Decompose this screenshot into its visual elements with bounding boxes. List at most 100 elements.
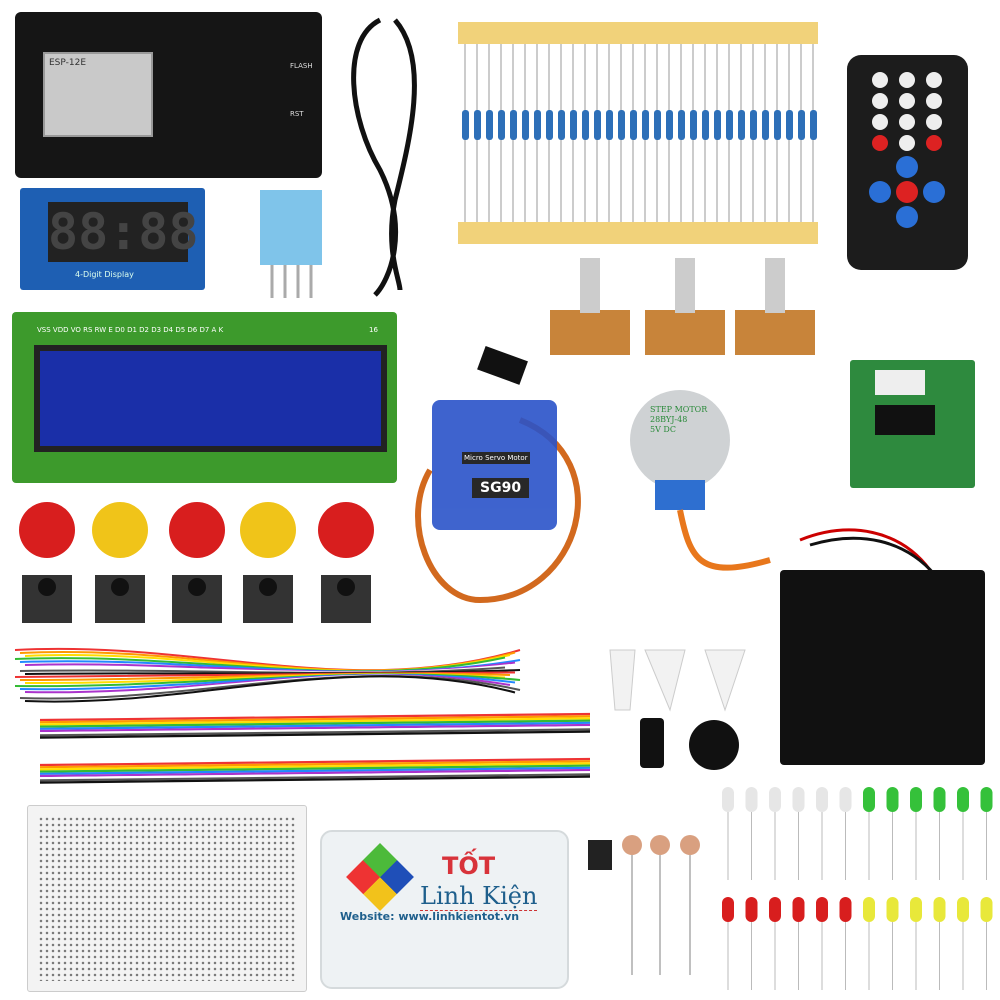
potentiometer-shaft <box>765 258 785 313</box>
resistor <box>474 110 481 140</box>
remote-button <box>899 93 915 109</box>
resistor <box>618 110 625 140</box>
brand-name: Linh Kiện <box>420 882 538 911</box>
led <box>722 787 734 812</box>
dht11-sensor <box>260 190 322 265</box>
remote-buttons <box>869 72 945 228</box>
button-cap <box>169 502 225 558</box>
jumper-wire <box>19 675 521 700</box>
ribbon-wire <box>39 773 591 782</box>
resistor <box>534 110 541 140</box>
remote-button <box>899 114 915 130</box>
led <box>816 787 828 812</box>
resistor <box>582 110 589 140</box>
ribbon-wire <box>39 757 591 767</box>
led <box>957 787 969 812</box>
led <box>910 787 922 812</box>
led <box>863 897 875 922</box>
leds <box>722 787 993 990</box>
remote-button <box>872 135 888 151</box>
esp-module: ESP-12E <box>43 52 153 137</box>
remote-button <box>926 114 942 130</box>
resistor <box>810 110 817 140</box>
sg90-servo: Micro Servo Motor SG90 <box>432 400 557 530</box>
led <box>980 787 993 812</box>
module-label: ESP-12E <box>49 58 87 68</box>
photoresistor <box>680 835 700 855</box>
ribbon-wire <box>39 766 591 775</box>
stepper-line3: 5V DC <box>650 425 676 434</box>
button-caps <box>19 502 374 558</box>
resistor-tape-top <box>458 22 818 44</box>
esp8266-nodemcu-board: ESP-12E FLASH RST <box>15 12 322 178</box>
switch-knob <box>38 578 56 596</box>
ribbon-wire <box>39 771 591 780</box>
servo-wire <box>415 417 581 604</box>
ribbon-wire <box>39 762 591 771</box>
remote-dpad-button <box>923 181 945 203</box>
resistor <box>774 110 781 140</box>
resistor <box>522 110 529 140</box>
resistor <box>786 110 793 140</box>
photoresistor <box>650 835 670 855</box>
led <box>863 787 875 812</box>
ribbon-wire <box>39 719 591 728</box>
led <box>910 897 922 922</box>
resistor <box>666 110 673 140</box>
potentiometer-body <box>550 310 630 355</box>
rst-label: RST <box>290 110 304 118</box>
resistor <box>510 110 517 140</box>
ribbon-wire <box>39 712 591 722</box>
potentiometer-body <box>735 310 815 355</box>
jumper-wire <box>24 674 511 694</box>
led <box>792 897 805 922</box>
resistor <box>702 110 709 140</box>
led <box>722 897 734 922</box>
led <box>886 787 899 812</box>
potentiometer-shaft <box>580 258 600 313</box>
jumper-wire <box>24 675 516 703</box>
ir-receiver <box>588 840 612 870</box>
resistor <box>642 110 649 140</box>
ribbon-wire <box>39 760 591 769</box>
switch-knob <box>188 578 206 596</box>
remote-button <box>926 135 942 151</box>
led <box>980 897 993 922</box>
led <box>769 787 781 812</box>
resistor <box>546 110 553 140</box>
resistor-strip <box>462 44 817 222</box>
resistor <box>690 110 697 140</box>
led <box>933 897 946 922</box>
website-text: Website: www.linhkientot.vn <box>340 910 520 923</box>
photoresistors <box>622 835 700 975</box>
switch-knob <box>259 578 277 596</box>
flash-label: FLASH <box>290 62 313 70</box>
ribbon-wire <box>39 726 591 735</box>
remote-button <box>926 93 942 109</box>
tactile-switches <box>22 575 371 623</box>
servo-brand: Micro Servo Motor <box>462 452 530 464</box>
ribbon-wire <box>39 715 591 724</box>
remote-dpad-button <box>896 156 918 178</box>
brand-logo <box>346 843 414 911</box>
stepper-line1: STEP MOTOR <box>650 405 708 414</box>
4-digit-display: 88:88 4-Digit Display <box>20 188 205 290</box>
remote-dpad-button <box>896 206 918 228</box>
ribbon-wire <box>39 723 591 733</box>
potentiometer-body <box>645 310 725 355</box>
resistor <box>750 110 757 140</box>
resistor <box>738 110 745 140</box>
display-digits: 88:88 <box>48 202 199 262</box>
button-cap <box>92 502 148 558</box>
resistor <box>762 110 769 140</box>
jumper-wire <box>14 673 521 688</box>
remote-button <box>872 93 888 109</box>
remote-button <box>872 72 888 88</box>
resistor <box>462 110 469 140</box>
servo-model: SG90 <box>472 478 530 498</box>
resistor <box>570 110 577 140</box>
remote-dpad-button <box>869 181 891 203</box>
remote-button <box>899 72 915 88</box>
switch-knob <box>337 578 355 596</box>
usb-cable <box>351 17 417 297</box>
